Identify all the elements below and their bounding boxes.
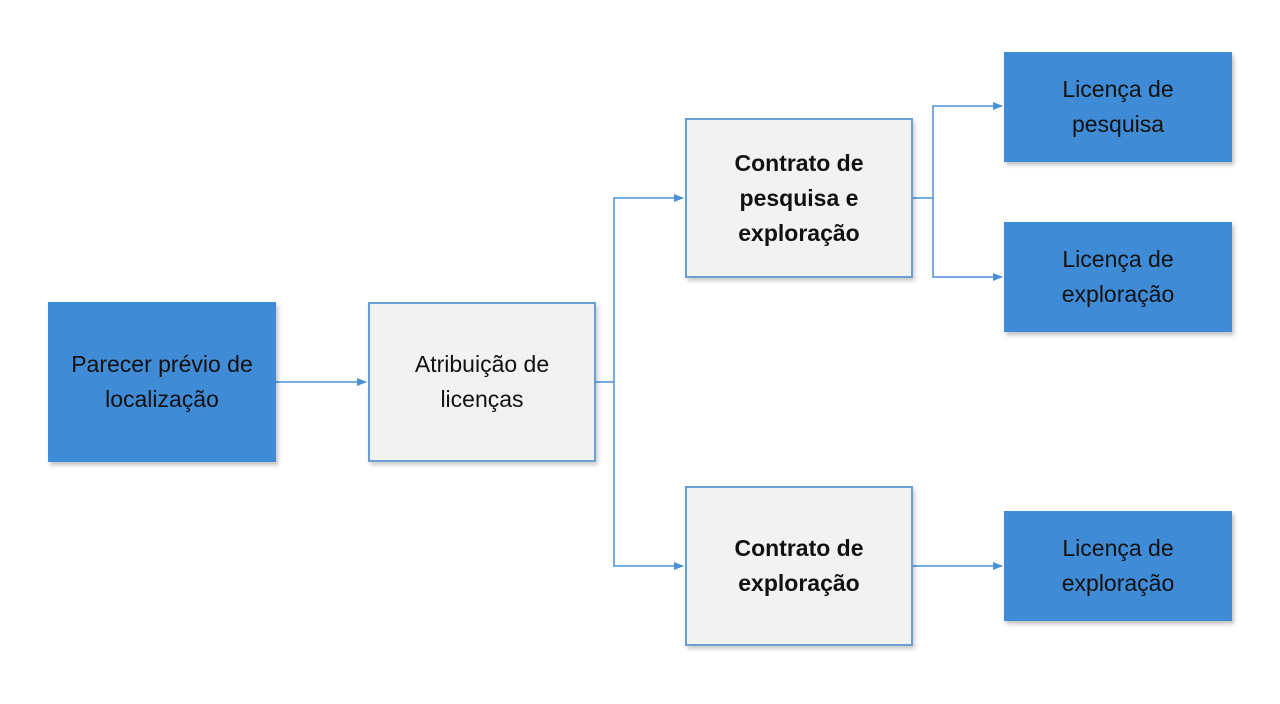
node-text-line: licenças bbox=[440, 386, 524, 412]
node-licenca-exploracao-2: Licença de exploração bbox=[1004, 511, 1232, 621]
node-text-line: Contrato de bbox=[734, 149, 864, 176]
connector-atribuicao-contrato-pesquisa bbox=[613, 194, 684, 382]
connector-cpe-licenca-exploracao bbox=[932, 198, 1003, 281]
node-text-line: localização bbox=[105, 386, 219, 412]
node-parecer-previo: Parecer prévio de localização bbox=[48, 302, 276, 462]
node-text-line: pesquisa e bbox=[739, 184, 859, 211]
node-text-line: exploração bbox=[738, 570, 860, 596]
connector-cpe-licenca-pesquisa bbox=[932, 102, 1003, 198]
node-text-line: Atribuição de bbox=[414, 351, 550, 377]
node-text-line: Licença de bbox=[1062, 76, 1174, 102]
node-contrato-pesquisa-exploracao: Contrato de pesquisa e exploração bbox=[685, 118, 913, 278]
node-contrato-exploracao: Contrato de exploração bbox=[685, 486, 913, 646]
node-licenca-exploracao-1: Licença de exploração bbox=[1004, 222, 1232, 332]
node-text-line: exploração bbox=[1061, 570, 1175, 596]
node-text-line: Parecer prévio de bbox=[71, 351, 253, 377]
node-text-line: Contrato de bbox=[734, 535, 864, 561]
node-text-line: Licença de bbox=[1062, 246, 1174, 272]
node-licenca-pesquisa: Licença de pesquisa bbox=[1004, 52, 1232, 162]
node-text-line: Licença de bbox=[1062, 535, 1174, 561]
node-atribuicao-licencas: Atribuição de licenças bbox=[368, 302, 596, 462]
node-text-line: exploração bbox=[1061, 281, 1175, 307]
connector-atribuicao-contrato-exploracao bbox=[613, 382, 684, 570]
node-text-line: exploração bbox=[738, 219, 860, 246]
node-text-line: pesquisa bbox=[1071, 111, 1165, 137]
